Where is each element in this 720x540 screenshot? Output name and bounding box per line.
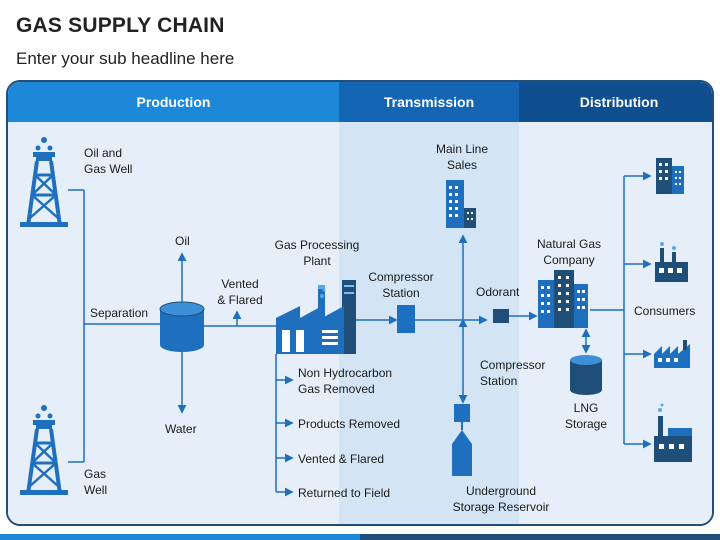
gas-well-icon: [20, 405, 68, 495]
products-branch: [275, 354, 294, 497]
transmission-header: Transmission: [339, 82, 519, 122]
returned-to-field-label: Returned to Field: [298, 486, 391, 500]
compressor-station-label-2: Compressor Station: [480, 358, 546, 388]
compressor-station-icon: [397, 305, 415, 333]
main-line-sales-label: Main Line Sales: [435, 142, 489, 172]
non-hydrocarbon-label: Non Hydrocarbon Gas Removed: [298, 366, 393, 396]
products-removed-label: Products Removed: [298, 417, 401, 431]
oil-well-icon: [20, 137, 68, 227]
lng-storage-tank-icon: [570, 355, 602, 395]
page-title: GAS SUPPLY CHAIN: [16, 14, 225, 37]
oil-label: Oil: [175, 234, 190, 248]
compressor-station-label-1: Compressor Station: [368, 270, 434, 300]
natural-gas-company-label: Natural Gas Company: [536, 237, 602, 267]
oil-gas-well-label: Oil and Gas Well: [84, 146, 133, 176]
gas-processing-plant-label: Gas Processing Plant: [274, 238, 360, 268]
main-line-sales-building-icon: [446, 180, 476, 228]
separator-tank-icon: [159, 301, 205, 352]
underground-storage-label: Underground Storage Reservoir: [452, 484, 550, 514]
office-building-icon: [656, 158, 684, 194]
consumers-label: Consumers: [634, 304, 696, 318]
oil-water-arrows: [177, 252, 276, 414]
page-subtitle: Enter your sub headline here: [16, 49, 235, 68]
consumer-branches: [590, 171, 652, 449]
odorant-icon: [493, 309, 509, 323]
supply-chain-panel: Production Transmission Distribution: [6, 80, 714, 526]
industrial-plant-icon: [654, 403, 692, 462]
vented-flared-label-top: Vented & Flared: [217, 277, 263, 307]
well-connectors: [68, 189, 160, 463]
odorant-label: Odorant: [476, 285, 520, 299]
sawtooth-factory-icon: [654, 340, 690, 368]
small-factory-icon: [655, 242, 688, 282]
transmission-line: [356, 234, 538, 404]
distribution-header: Distribution: [519, 82, 712, 122]
lng-storage-label: LNG Storage: [564, 401, 608, 431]
footer-bar: [0, 534, 720, 540]
water-label: Water: [165, 422, 197, 436]
vented-flared-label-bottom: Vented & Flared: [298, 452, 385, 466]
footer-accent: [0, 534, 360, 540]
underground-storage-icon: [452, 404, 472, 476]
transmission-band: [339, 82, 519, 524]
natural-gas-company-building-icon: [538, 270, 588, 328]
separation-label: Separation: [90, 306, 149, 320]
gas-processing-plant-icon: [276, 280, 356, 354]
production-header: Production: [8, 82, 339, 122]
gas-well-label: Gas Well: [84, 467, 108, 497]
